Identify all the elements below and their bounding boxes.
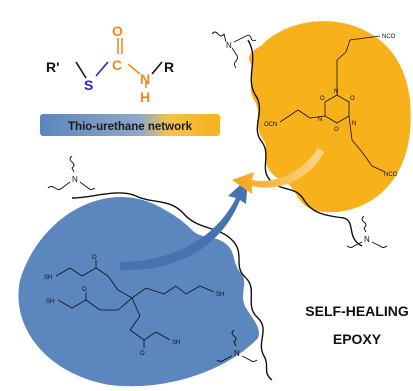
amine-squiggle-bottom [216,329,258,362]
sh-label-4: SH [172,340,180,346]
amine-n-right: N [364,235,370,244]
ocn-left-label: OCN [264,122,277,128]
orange-network-blob [248,21,411,213]
blue-curved-arrow [120,178,248,271]
carbonyl-o-2: O [82,287,87,293]
banner-label: Thio-urethane network [68,121,193,133]
r-label: R [164,59,174,75]
sulfur-label: S [84,77,93,93]
orange-curved-arrow [232,148,324,194]
hydrogen-label: H [140,89,150,105]
caption-line-1: SELF-HEALING [305,303,409,319]
thiourethane-banner [40,114,220,136]
r-prime-label: R' [46,59,59,75]
amine-squiggle-left [47,155,96,190]
carbonyl-o-3: O [140,351,145,357]
amine-n-bottom: N [234,349,240,358]
ring-o-bottom: O [334,127,339,133]
nitrogen-label: N [140,71,150,87]
ring-o-left: O [320,96,325,102]
caption-line-2: EPOXY [333,331,382,347]
blue-blob-edge-line [71,192,273,381]
ring-n-right: N [352,121,356,127]
isocyanurate-ring [279,35,386,173]
amine-squiggle-right [346,215,388,248]
amine-n-top: N [226,41,232,50]
amine-squiggle-top [211,31,257,69]
nco-top-label: NCO [382,34,396,40]
sh-label-2: SH [46,299,54,305]
carbonyl-o-1: O [92,255,97,261]
carbon-label: C [112,57,122,73]
ring-o-right: O [350,96,355,102]
thiol-molecule-bonds [55,260,215,348]
thiourethane-bonds [75,38,163,88]
sh-label-3: SH [216,292,224,298]
sh-label-1: SH [44,275,52,281]
ring-n-top: N [334,89,338,95]
nco-bottom-label: NCO [384,172,398,178]
ring-n-left: N [318,117,322,123]
amine-n-left: N [72,175,78,184]
oxygen-label: O [112,23,123,39]
